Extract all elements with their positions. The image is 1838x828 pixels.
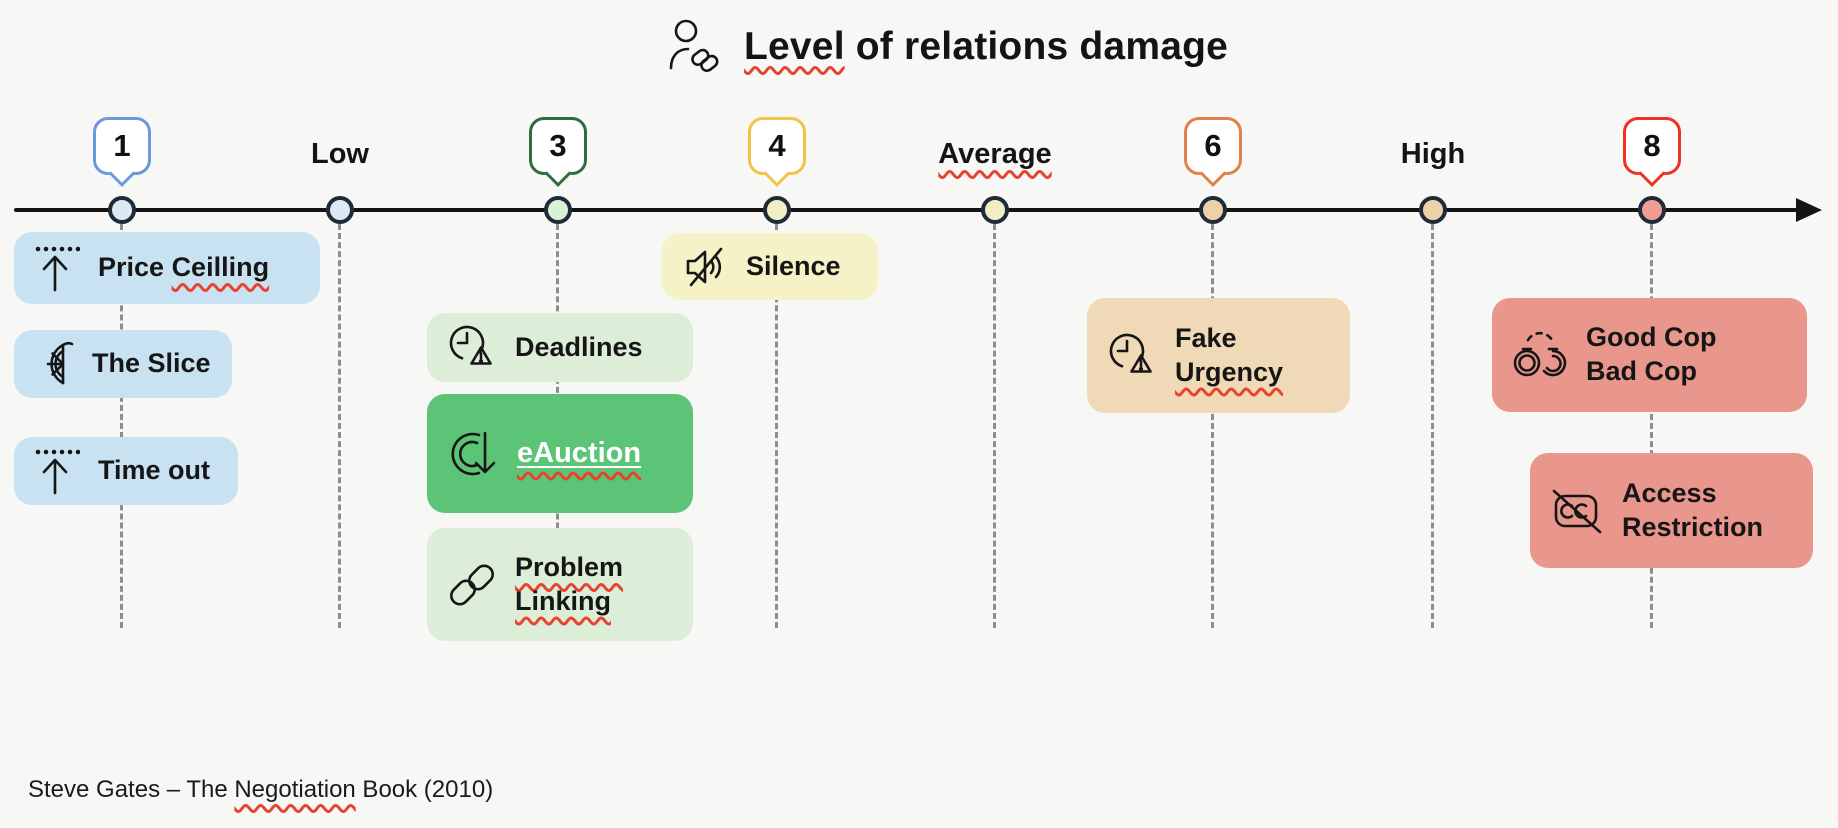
person-link-icon [669,19,719,73]
axis-dot-4 [763,196,791,224]
axis-badge-4: 4 [748,117,806,175]
card-label: Price Ceilling [98,252,270,283]
guide-line-1 [120,224,123,628]
ceiling-arrow-icon [35,449,80,495]
axis-label-average: Average [938,138,1052,170]
card-label: Deadlines [515,331,643,362]
axis-dot-1 [108,196,136,224]
eauction-arrow-icon [451,431,496,475]
diagram-title-row: Level of relations damage [664,16,1228,78]
card-label: The Slice [92,348,211,379]
card-label: Time out [98,455,211,486]
chain-link-icon [450,564,494,605]
deadline-clock-icon [1109,333,1152,373]
axis-dot-average [981,196,1009,224]
axis-badge-6: 6 [1184,117,1242,175]
card-silence: Silence [662,233,878,300]
handcuffs-icon [1513,331,1567,377]
guide-line-low [338,224,341,628]
axis-label-high: High [1400,138,1466,170]
card-price-ceiling: Price Ceilling [14,232,320,304]
card-label: Silence [746,250,841,281]
axis-dot-8 [1638,196,1666,224]
cc-blocked-icon [1552,489,1602,533]
card-fake-urgency: Fake Urgency [1087,298,1350,413]
muted-speaker-icon [686,247,723,286]
slice-icon [46,341,74,385]
card-access-restriction: Access Restriction [1530,453,1813,568]
card-label: Fake Urgency [1175,322,1284,387]
deadline-clock-icon [449,325,492,365]
axis-arrowhead-icon [1796,198,1822,222]
card-time-out: Time out [14,437,238,505]
card-label: Good Cop Bad Cop [1586,322,1717,386]
guide-line-4 [775,224,778,628]
axis-dot-low [326,196,354,224]
card-label: Access Restriction [1622,477,1764,542]
page-title: Level of relations damage [744,25,1228,68]
source-attribution: Steve Gates – The Negotiation Book (2010… [28,776,494,803]
card-good-cop-bad-cop: Good Cop Bad Cop [1492,298,1807,412]
card-the-slice: The Slice [14,330,232,398]
card-eauction: eAuction [427,394,693,513]
axis-dot-high [1419,196,1447,224]
card-label: Problem Linking [515,551,624,616]
axis-dot-6 [1199,196,1227,224]
axis-badge-1: 1 [93,117,151,175]
ceiling-arrow-icon [35,246,80,292]
guide-line-average [993,224,996,628]
axis-badge-8: 8 [1623,117,1681,175]
guide-line-high [1431,224,1434,628]
axis-label-low: Low [311,138,369,170]
damage-axis-line [14,208,1804,212]
card-problem-linking: Problem Linking [427,528,693,641]
guide-line-6 [1211,224,1214,628]
guide-line-8 [1650,224,1653,628]
card-deadlines: Deadlines [427,313,693,382]
axis-dot-3 [544,196,572,224]
card-label: eAuction [517,437,642,470]
axis-badge-3: 3 [529,117,587,175]
